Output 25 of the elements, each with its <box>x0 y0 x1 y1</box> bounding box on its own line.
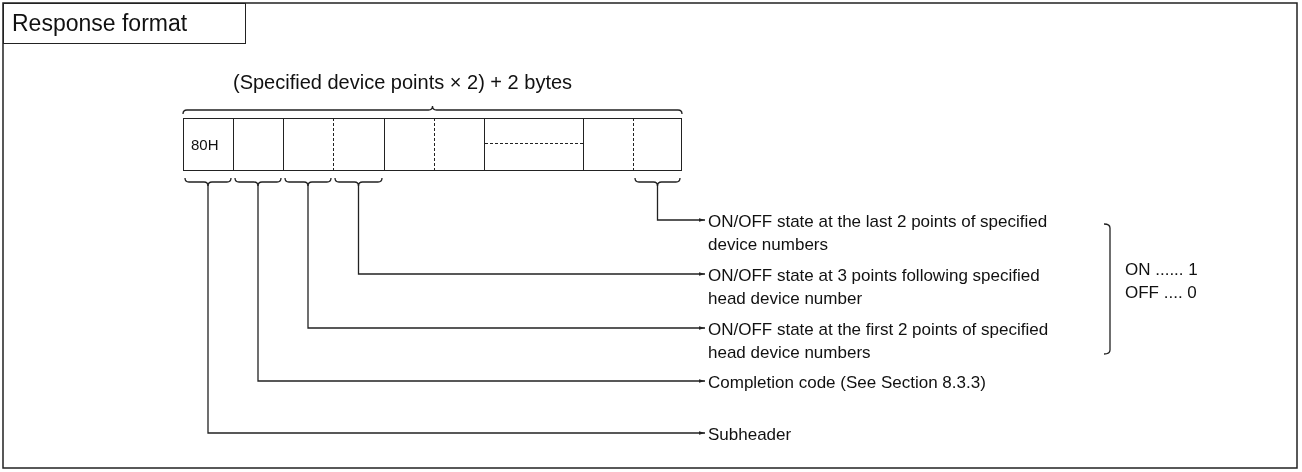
leader-arrow <box>634 177 706 222</box>
description-text: Completion code (See Section 8.3.3) <box>708 372 987 394</box>
size-label: (Specified device points × 2) + 2 bytes <box>233 73 573 92</box>
description-text: ON/OFF state at 3 points following specified head device number <box>708 265 1041 310</box>
byte-cell <box>233 118 283 171</box>
byte-cell <box>583 118 633 171</box>
description-text: Subheader <box>708 424 793 446</box>
description-text: ON/OFF state at the last 2 points of specified device numbers <box>708 211 1049 256</box>
byte-cell <box>333 118 384 171</box>
leader-arrow <box>234 177 706 383</box>
cell-value: 80H <box>191 135 219 154</box>
state-legend-text: OFF .... 0 <box>1125 283 1197 302</box>
title-text: Response format <box>12 10 188 36</box>
byte-cell <box>484 118 583 171</box>
byte-cell <box>183 118 233 171</box>
title-box <box>3 3 246 44</box>
byte-cell <box>434 118 484 171</box>
byte-cell <box>283 118 333 171</box>
leader-arrow <box>184 177 706 435</box>
byte-cell <box>384 118 434 171</box>
byte-cell <box>633 118 682 171</box>
description-text: ON/OFF state at the first 2 points of specified head device numbers <box>708 319 1050 364</box>
leader-arrow <box>334 177 706 276</box>
state-legend-text: ON ...... 1 <box>1125 260 1198 279</box>
leader-arrow <box>284 177 706 330</box>
